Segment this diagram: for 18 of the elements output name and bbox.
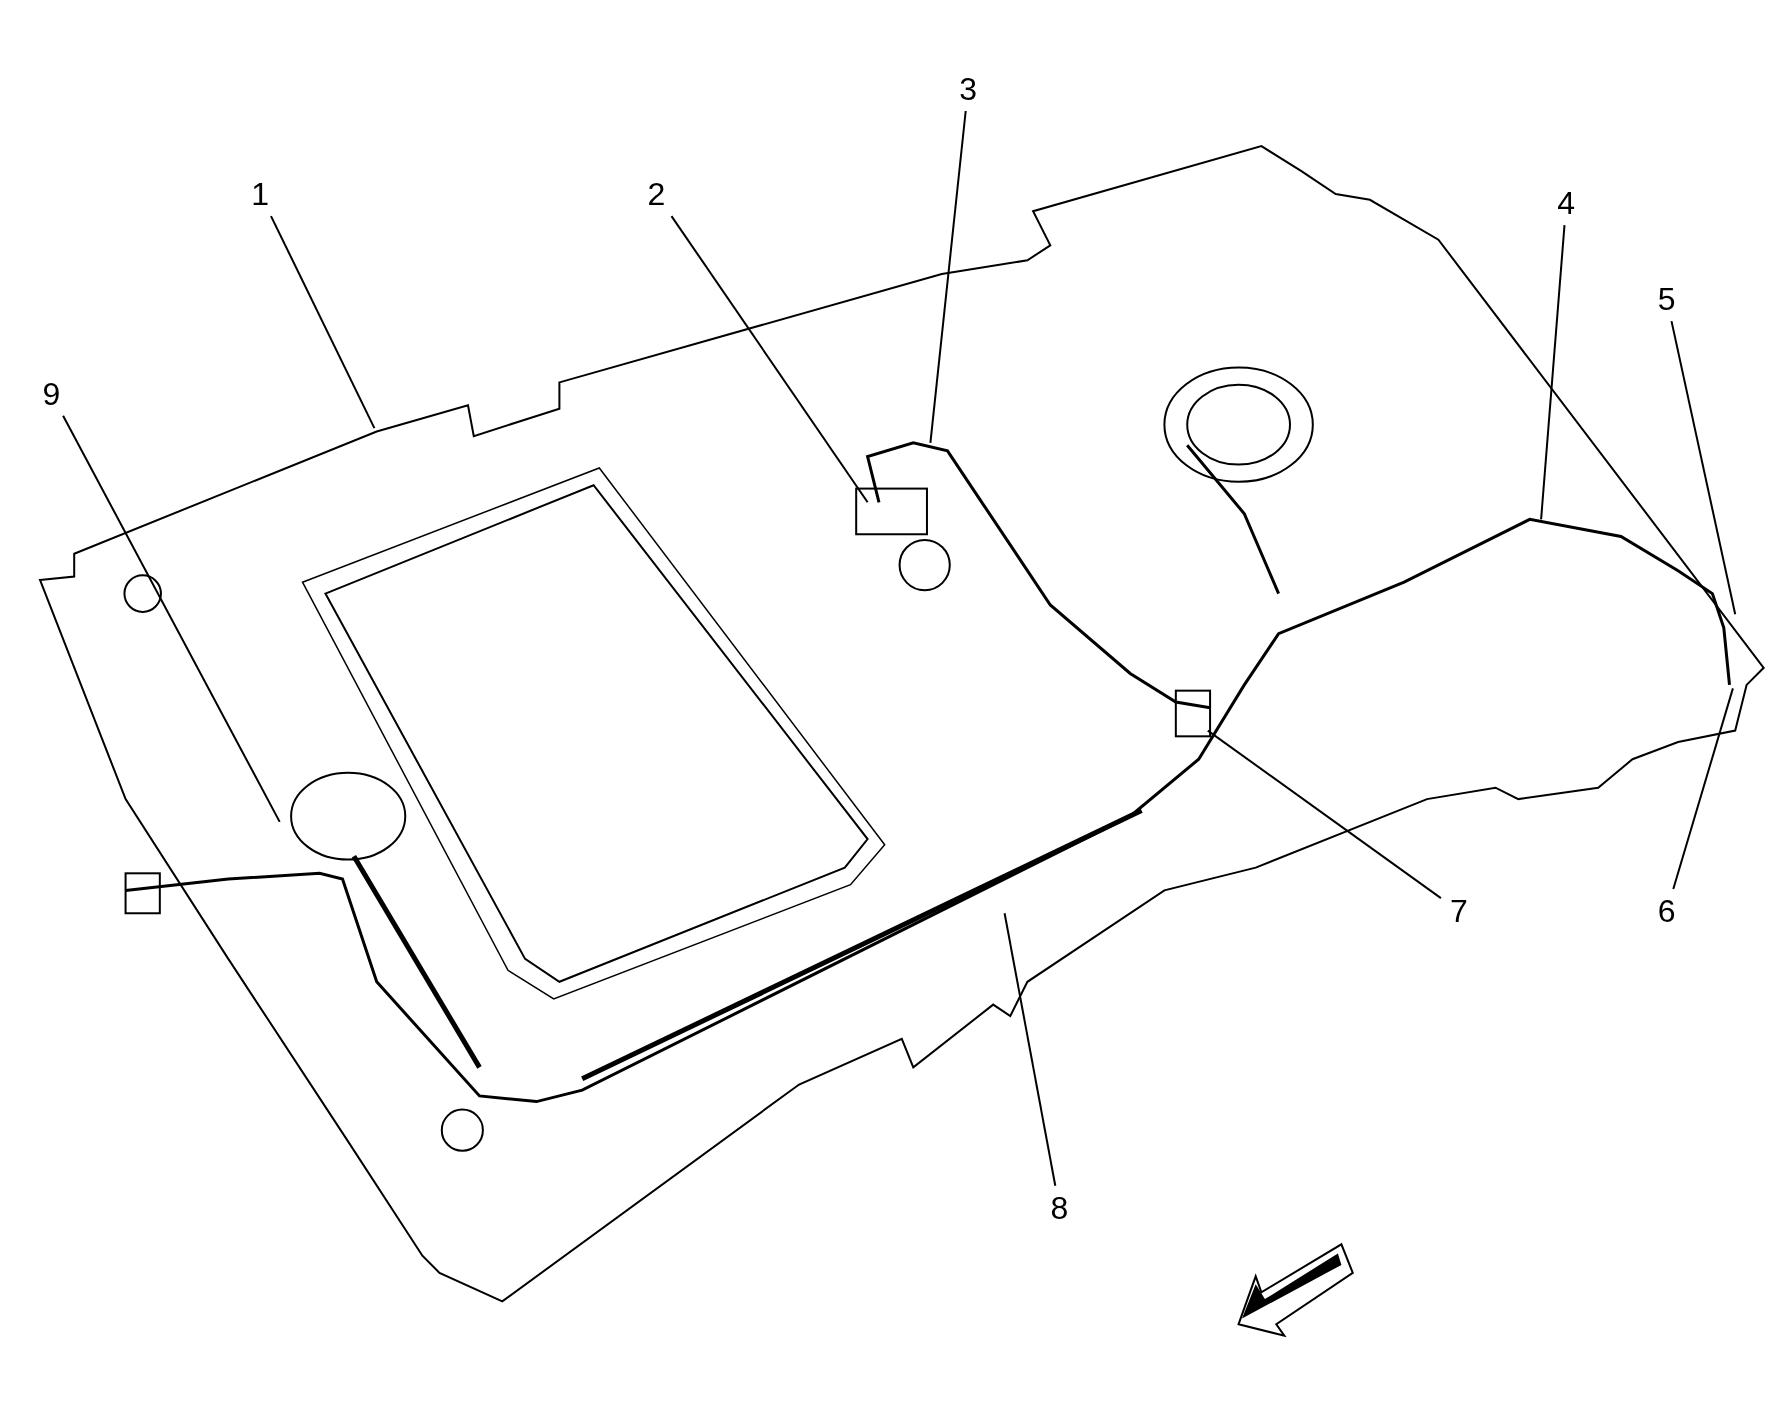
leader-line	[1206, 729, 1442, 900]
callout-number: 2	[641, 174, 672, 215]
leader-line	[270, 215, 376, 430]
leader-line	[670, 215, 869, 504]
callout-number: 5	[1651, 279, 1682, 320]
callout-number: 4	[1551, 183, 1582, 224]
callout-number: 7	[1443, 890, 1474, 931]
leader-line	[62, 414, 281, 823]
leader-line	[1540, 224, 1566, 521]
leader-line	[1672, 687, 1734, 890]
callout-number: 8	[1044, 1187, 1075, 1228]
leader-line	[929, 110, 967, 444]
leader-line	[1003, 912, 1057, 1187]
callout-number: 3	[953, 69, 984, 110]
leader-line	[1670, 320, 1737, 616]
callout-number: 6	[1651, 890, 1682, 931]
callout-number: 9	[36, 373, 67, 414]
callout-number: 1	[245, 174, 276, 215]
